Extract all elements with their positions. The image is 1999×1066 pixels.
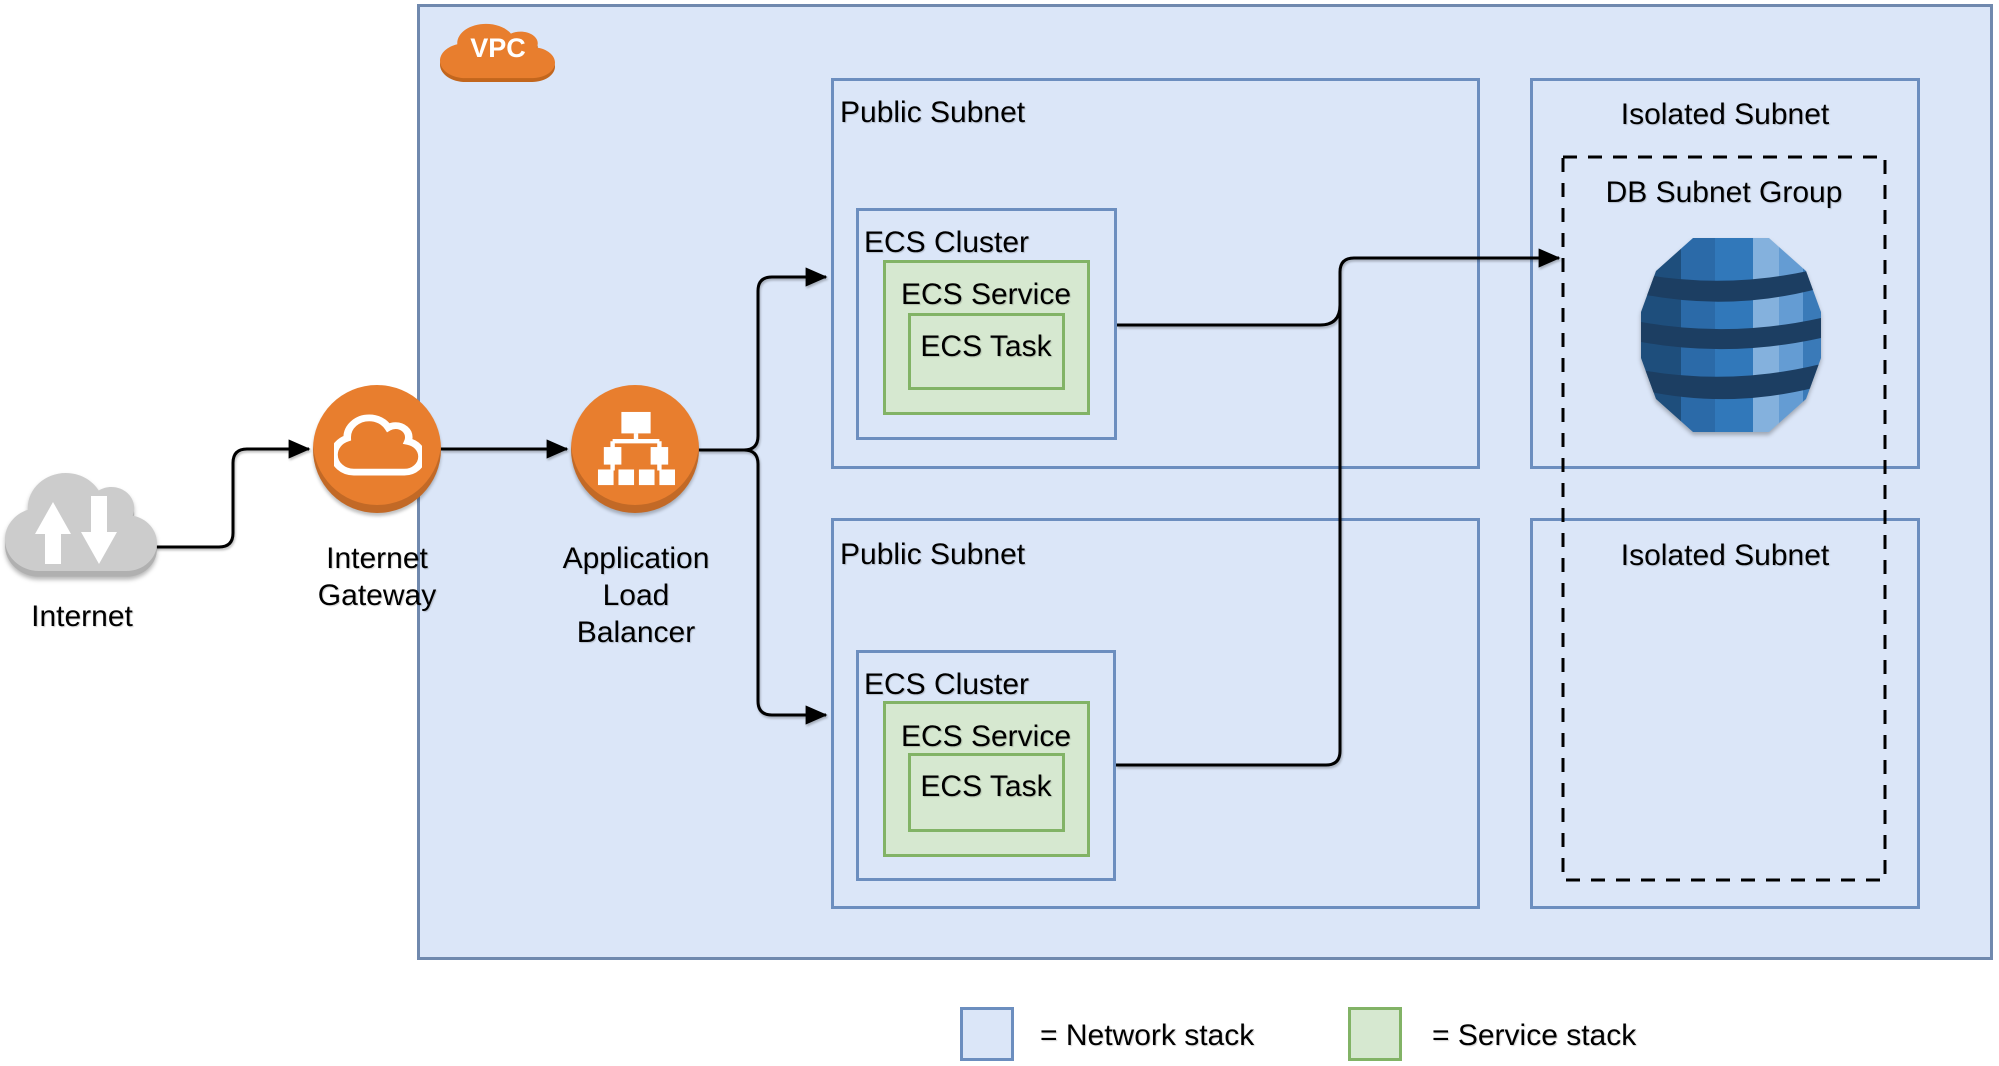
isolated-subnet-bottom-label: Isolated Subnet	[1620, 539, 1830, 572]
arrow-internet-to-igw	[150, 439, 311, 549]
ecs-task-top-box	[908, 313, 1065, 390]
public-subnet-bottom-label: Public Subnet	[840, 538, 1026, 571]
internet-gateway-label: Internet Gateway	[317, 542, 437, 612]
load-balancer-node	[571, 385, 699, 513]
ecs-cluster-bottom-label: ECS Cluster	[864, 668, 1030, 701]
ecs-task-bottom-label: ECS Task	[920, 770, 1052, 803]
isolated-subnet-bottom	[1530, 518, 1920, 909]
legend-service-swatch	[1348, 1007, 1402, 1061]
public-subnet-top-label: Public Subnet	[840, 96, 1026, 129]
db-subnet-group-label: DB Subnet Group	[1605, 176, 1843, 209]
internet-label: Internet	[31, 600, 133, 633]
internet-cloud-icon	[5, 473, 157, 577]
legend-network-swatch	[960, 1007, 1014, 1061]
ecs-service-top-label: ECS Service	[900, 278, 1072, 311]
ecs-cluster-top-label: ECS Cluster	[864, 226, 1030, 259]
ecs-service-bottom-label: ECS Service	[900, 720, 1072, 753]
load-balancer-tree-icon	[597, 411, 675, 486]
load-balancer-label: Application Load Balancer	[562, 542, 710, 649]
ecs-task-top-label: ECS Task	[920, 330, 1052, 363]
legend-service-label: = Service stack	[1432, 1019, 1637, 1052]
internet-gateway-cloud-icon	[334, 414, 422, 476]
dynamodb-icon	[1641, 238, 1821, 432]
upload-arrow-glyph	[35, 502, 71, 564]
isolated-subnet-top-label: Isolated Subnet	[1620, 98, 1830, 131]
legend-network-label: = Network stack	[1040, 1019, 1255, 1052]
download-arrow-glyph	[81, 496, 117, 564]
ecs-task-bottom-box	[908, 753, 1065, 832]
vpc-badge-label: VPC	[470, 33, 526, 63]
